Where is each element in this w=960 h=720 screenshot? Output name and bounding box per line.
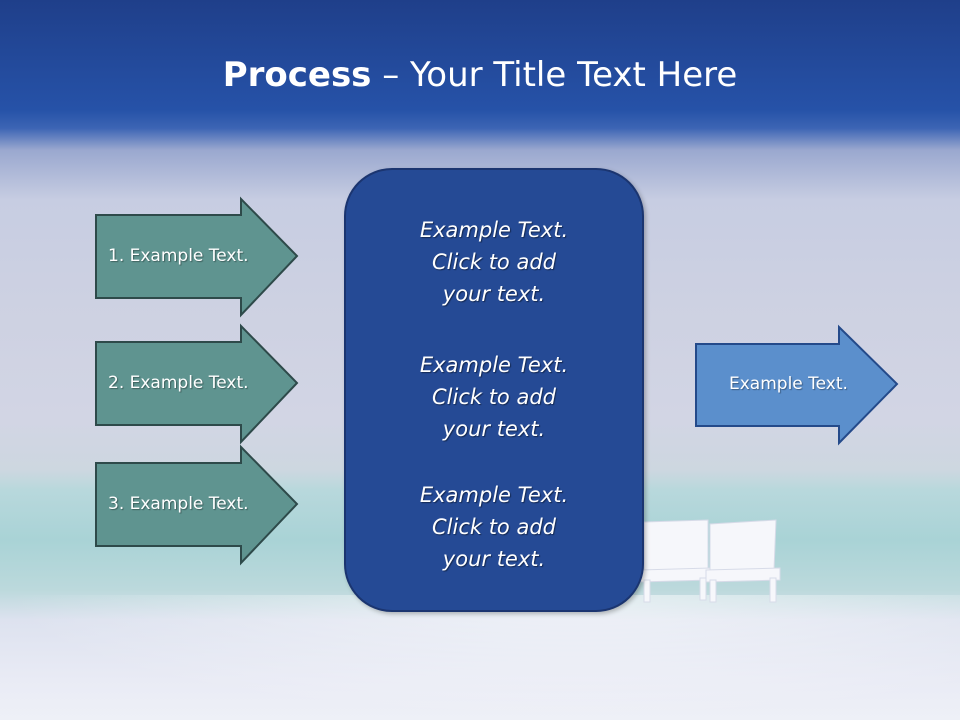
center-text-line: Click to add (431, 385, 556, 409)
center-text-line: your text. (442, 417, 546, 441)
center-text-line: Example Text. (419, 353, 569, 377)
slide-title: Process – Your Title Text Here (0, 50, 960, 100)
center-text-line: Example Text. (419, 218, 569, 242)
step-arrow-2-label: 2. Example Text. (108, 373, 249, 393)
result-arrow[interactable]: Example Text. (695, 324, 899, 446)
step-arrow-2[interactable]: 2. Example Text. (95, 323, 299, 445)
title-bold: Process (222, 55, 372, 95)
right-arrow-icon (95, 323, 299, 445)
center-text-line: Click to add (431, 515, 556, 539)
right-arrow-icon (95, 444, 299, 566)
right-arrow-icon (95, 196, 299, 318)
center-text-box[interactable]: Example Text. Click to add your text. Ex… (344, 168, 644, 612)
center-text-item-3[interactable]: Example Text. Click to add your text. (346, 479, 642, 575)
center-text-line: Example Text. (419, 483, 569, 507)
step-arrow-1[interactable]: 1. Example Text. (95, 196, 299, 318)
center-text-item-1[interactable]: Example Text. Click to add your text. (346, 214, 642, 310)
center-text-line: Click to add (431, 250, 556, 274)
title-rest: – Your Title Text Here (371, 55, 738, 95)
right-arrow-icon (695, 324, 899, 446)
step-arrow-3[interactable]: 3. Example Text. (95, 444, 299, 566)
center-text-line: your text. (442, 282, 546, 306)
result-arrow-label: Example Text. (729, 374, 848, 394)
center-text-line: your text. (442, 547, 546, 571)
center-text-item-2[interactable]: Example Text. Click to add your text. (346, 349, 642, 445)
step-arrow-3-label: 3. Example Text. (108, 494, 249, 514)
beach-shore (0, 595, 960, 720)
step-arrow-1-label: 1. Example Text. (108, 246, 249, 266)
